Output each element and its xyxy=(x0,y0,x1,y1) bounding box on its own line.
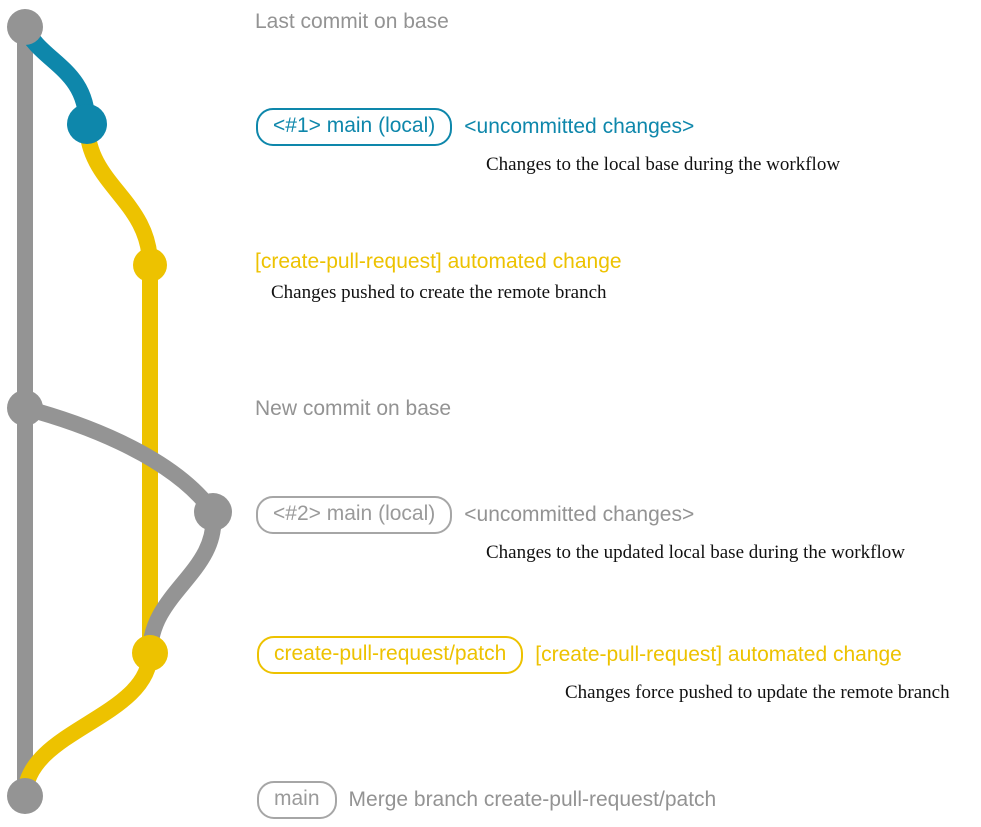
commit-entry-new-commit: New commit on base xyxy=(255,397,451,421)
commit-subject: <uncommitted changes> xyxy=(464,115,695,138)
commit-entry-row: main Merge branch create-pull-request/pa… xyxy=(257,781,716,819)
commit-entry-commit-3: <#2> main (local) <uncommitted changes> … xyxy=(256,496,905,564)
node-base-head[interactable] xyxy=(7,9,43,45)
commit-entry-row: create-pull-request/patch [create-pull-r… xyxy=(257,636,902,674)
commit-description: Changes pushed to create the remote bran… xyxy=(271,282,607,303)
branch-label-pill[interactable]: main xyxy=(257,781,337,819)
commit-subject: New commit on base xyxy=(255,397,452,420)
commit-entry-row: [create-pull-request] automated change xyxy=(255,250,622,274)
node-local-main-1[interactable] xyxy=(67,104,107,144)
branch-label-pill[interactable]: create-pull-request/patch xyxy=(257,636,524,674)
commit-subject: Merge branch create-pull-request/patch xyxy=(348,788,717,811)
branch-label-pill[interactable]: <#2> main (local) xyxy=(256,496,453,534)
commit-subject: <uncommitted changes> xyxy=(464,503,695,526)
commit-entry-last-commit: Last commit on base xyxy=(255,10,449,34)
node-patch-1[interactable] xyxy=(133,248,167,282)
node-local-main-2[interactable] xyxy=(194,493,232,531)
commit-entry-commit-2: [create-pull-request] automated change C… xyxy=(255,250,622,304)
edge-local-main-1-to-patch-1 xyxy=(79,116,158,273)
commit-subject: Last commit on base xyxy=(255,10,449,33)
commit-entry-commit-1: <#1> main (local) <uncommitted changes> … xyxy=(256,108,840,176)
edge-patch-2-to-merge-commit xyxy=(17,645,158,804)
commit-description: Changes to the updated local base during… xyxy=(486,542,905,563)
node-patch-2[interactable] xyxy=(132,635,168,671)
commit-entry-row: <#1> main (local) <uncommitted changes> xyxy=(256,108,694,146)
commit-entry-row: Last commit on base xyxy=(255,10,449,34)
commit-description: Changes force pushed to update the remot… xyxy=(565,682,950,703)
edge-local-main-2-to-patch-2 xyxy=(142,504,222,661)
node-merge-commit[interactable] xyxy=(7,778,43,814)
commit-entry-commit-5: main Merge branch create-pull-request/pa… xyxy=(257,781,716,819)
branch-label-pill[interactable]: <#1> main (local) xyxy=(256,108,453,146)
commit-subject: [create-pull-request] automated change xyxy=(535,643,902,666)
node-base-new[interactable] xyxy=(7,390,43,426)
commit-entry-row: <#2> main (local) <uncommitted changes> xyxy=(256,496,694,534)
edge-base-new-to-local-main-2 xyxy=(17,400,221,520)
commit-entry-row: New commit on base xyxy=(255,397,451,421)
commit-subject: [create-pull-request] automated change xyxy=(255,250,622,273)
commit-entry-commit-4: create-pull-request/patch [create-pull-r… xyxy=(257,636,950,704)
commit-description: Changes to the local base during the wor… xyxy=(486,154,841,175)
